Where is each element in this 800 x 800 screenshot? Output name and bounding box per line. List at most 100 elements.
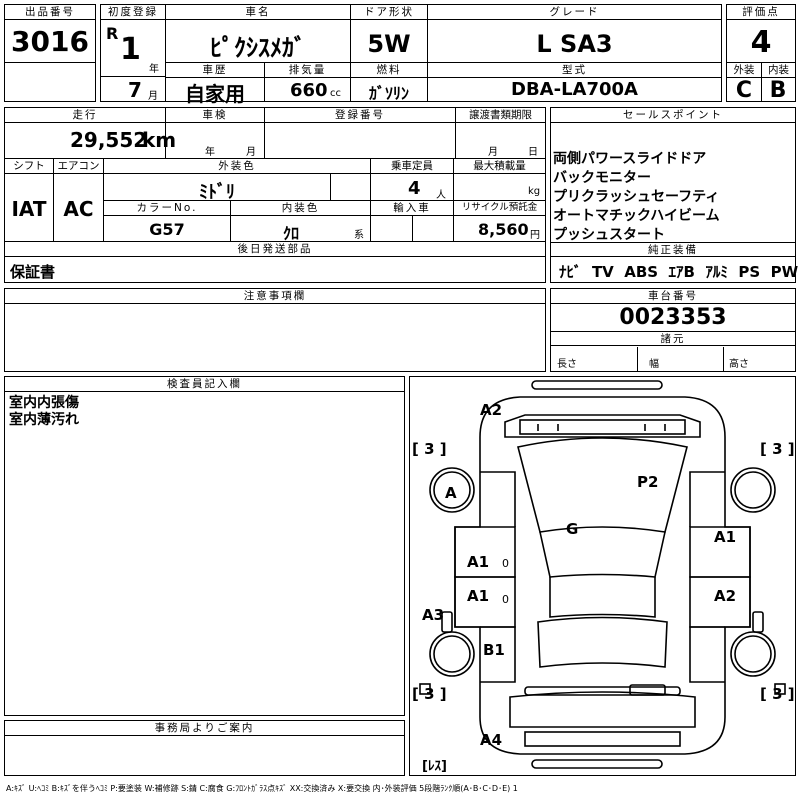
chassis-number: 0023353 <box>619 305 727 330</box>
mileage-unit: km <box>142 128 177 152</box>
inspector-label: 検査員記入欄 <box>5 377 404 392</box>
inspection-month: 月 <box>246 147 256 158</box>
transfer-label: 譲渡書類期限 <box>456 108 545 123</box>
damage-mark: A2 <box>714 587 736 605</box>
model: DBA-LA700A <box>511 79 638 100</box>
lot-number-label: 出品番号 <box>5 5 95 20</box>
inspector-box: 検査員記入欄 室内内張傷 室内薄汚れ <box>4 376 405 716</box>
interior-label: 内装 <box>761 63 795 78</box>
reg-number-label: 登録番号 <box>265 108 455 123</box>
fuel-label: 燃料 <box>351 63 427 78</box>
sales-point: オートマチックハイビーム <box>553 208 720 224</box>
shift: IAT <box>11 197 47 221</box>
sales-point: プッシュスタート <box>553 227 665 243</box>
height-label: 高さ <box>729 359 749 370</box>
car-name: ﾋﾟｸｼｽﾒｶﾞ <box>210 34 306 62</box>
import-label: 輸入車 <box>371 201 453 216</box>
lot-number-box: 出品番号 3016 <box>4 4 96 63</box>
exterior-grade: C <box>735 78 753 103</box>
recycle-unit: 円 <box>530 230 540 241</box>
tire-depth: [ 3 ] <box>760 440 795 458</box>
first-reg-label: 初度登録 <box>101 5 165 20</box>
inspection-year: 年 <box>205 147 215 158</box>
header-main-box <box>100 4 722 102</box>
interior-color: ｸﾛ <box>282 224 299 243</box>
lot-number: 3016 <box>11 25 89 58</box>
month-unit: 月 <box>148 91 158 102</box>
damage-mark: B1 <box>483 641 505 659</box>
damage-mark: A <box>445 484 457 502</box>
interior-grade: B <box>769 78 787 103</box>
sales-point: 両側パワースライドドア <box>553 151 707 167</box>
max-load-label: 最大積載量 <box>454 159 545 174</box>
damage-mark: A1 <box>467 553 489 571</box>
inspector-note: 室内内張傷 <box>9 395 79 411</box>
capacity-unit: 人 <box>436 190 446 201</box>
exterior-label: 外装 <box>727 63 761 78</box>
sales-point: バックモニター <box>553 170 651 186</box>
displacement-unit: cc <box>330 88 341 99</box>
damage-mark: A2 <box>480 401 502 419</box>
office-label: 事務局よりご案内 <box>5 721 404 736</box>
tire-depth: [ 3 ] <box>412 440 447 458</box>
sales-points-box: セールスポイント 両側パワースライドドア バックモニター プリクラッシュセーフテ… <box>550 107 798 283</box>
inspector-notes: 室内内張傷 室内薄汚れ <box>9 395 79 429</box>
inspection-label: 車検 <box>166 108 264 123</box>
capacity-label: 乗車定員 <box>371 159 453 174</box>
damage-mark: A1 <box>467 587 489 605</box>
shift-label: シフト <box>5 159 53 174</box>
car-diagram: A2 P2 A G A1 0 A1 A1 0 A2 A3 B1 A4 [ 3 ]… <box>412 380 795 774</box>
lot-blank-box <box>4 62 96 102</box>
inspector-note: 室内薄汚れ <box>9 412 79 428</box>
load-unit: kg <box>528 186 541 197</box>
damage-mark: 0 <box>502 593 509 606</box>
width-label: 幅 <box>649 359 659 370</box>
int-color-label: 内装色 <box>231 201 370 216</box>
sales-point: プリクラッシュセーフティ <box>553 189 720 205</box>
capacity: 4 <box>408 178 421 199</box>
score: 4 <box>750 25 772 60</box>
spare-tire: [ﾚｽ] <box>422 759 447 774</box>
reg-year: 1 <box>120 32 141 67</box>
notes-label: 注意事項欄 <box>5 289 545 304</box>
damage-mark: A1 <box>714 528 736 546</box>
vehicle-details-box <box>4 107 546 283</box>
color-no-label: カラーNo. <box>104 201 230 216</box>
ac-label: エアコン <box>54 159 103 174</box>
chassis-box: 車台番号 0023353 諸元 長さ 幅 高さ <box>550 288 796 372</box>
damage-mark: A3 <box>422 606 444 624</box>
year-unit: 年 <box>149 64 159 75</box>
equipment-label: 純正装備 <box>551 242 795 257</box>
fuel: ｶﾞｿﾘﾝ <box>368 84 409 103</box>
damage-mark: 0 <box>502 557 509 570</box>
color-label: 外装色 <box>104 159 370 174</box>
later-parts-label: 後日発送部品 <box>5 242 545 257</box>
legend: A:ｷｽﾞ U:ﾍｺﾐ B:ｷｽﾞを伴うﾍｺﾐ P:要塗装 W:補修跡 S:錆 … <box>6 784 518 793</box>
car-diagram-box: A2 P2 A G A1 0 A1 A1 0 A2 A3 B1 A4 [ 3 ]… <box>409 376 796 776</box>
tire-depth: [ 3 ] <box>412 685 447 703</box>
chassis-label: 車台番号 <box>551 289 795 304</box>
score-box: 評価点 4 外装 内装 C B <box>726 4 796 103</box>
sales-points-list: 両側パワースライドドア バックモニター プリクラッシュセーフティ オートマチック… <box>553 150 720 245</box>
damage-mark: G <box>566 520 578 538</box>
door-label: ドア形状 <box>351 5 427 20</box>
later-parts: 保証書 <box>10 263 56 281</box>
notes-box: 注意事項欄 <box>4 288 546 372</box>
color-no: G57 <box>149 220 185 239</box>
exterior-color: ﾐﾄﾞﾘ <box>199 182 235 203</box>
damage-mark: A4 <box>480 731 502 749</box>
history: 自家用 <box>185 82 245 106</box>
era: R <box>106 24 119 43</box>
transfer-month: 月 <box>488 147 498 158</box>
transfer-day: 日 <box>528 147 538 158</box>
ac: AC <box>63 197 94 221</box>
sales-points-label: セールスポイント <box>551 108 795 123</box>
specs-label: 諸元 <box>551 331 795 346</box>
tire-depth: [ 3 ] <box>760 685 795 703</box>
grade-label: グレード <box>428 5 721 20</box>
recycle-label: リサイクル預託金 <box>454 201 545 216</box>
displacement: 660 <box>290 80 328 101</box>
length-label: 長さ <box>557 359 577 370</box>
office-box: 事務局よりご案内 <box>4 720 405 776</box>
car-name-label: 車名 <box>166 5 350 20</box>
